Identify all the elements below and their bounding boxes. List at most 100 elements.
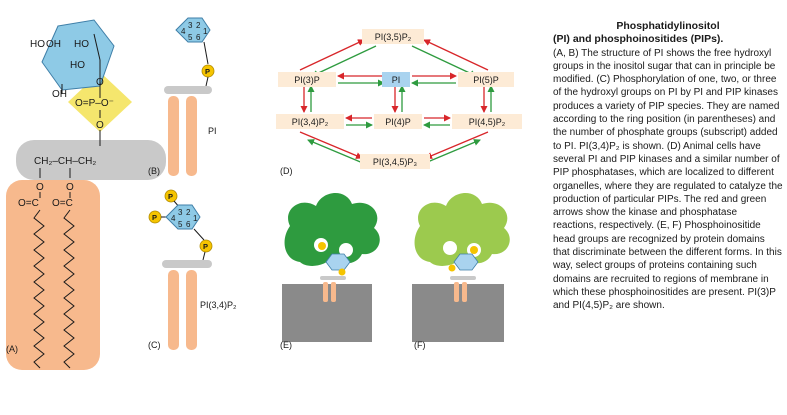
svg-text:3: 3 [178, 208, 183, 217]
phosphate-label-c4: P [152, 213, 157, 222]
tail-f-left [454, 282, 459, 302]
ring-num-6: 6 [196, 33, 201, 42]
svg-text:PI(3,4,5)P₃: PI(3,4,5)P₃ [373, 157, 418, 167]
arrow-pi35p2-to-pi5p [411, 45, 477, 77]
tail-c-right [186, 270, 197, 350]
ring-num-3: 3 [188, 21, 193, 30]
phosphate-e2 [338, 268, 346, 276]
panel-c-label: (C) [148, 340, 161, 350]
panel-e-label: (E) [280, 340, 292, 350]
caption-title-line2: (PI) and phosphoinositides (PIPs). [553, 33, 724, 46]
glycerol-region [16, 140, 166, 180]
svg-text:PI(3,4)P₂: PI(3,4)P₂ [292, 117, 329, 127]
node-pi4p [374, 114, 422, 129]
arrow-pi5p-to-pi35p2 [423, 39, 489, 71]
inositol-headgroup-e [325, 253, 351, 271]
arrow-pi45p2-to-pi345p3 [425, 131, 489, 159]
svg-text:PI(5)P: PI(5)P [473, 75, 499, 85]
binding-pocket-f1 [443, 241, 457, 255]
hydroxyl-oh-left: OH [52, 89, 67, 100]
pi-ring-b [175, 17, 211, 43]
phosphate-f2 [470, 246, 478, 254]
hydroxyl-ho-mid: HO [70, 60, 85, 71]
glycerol-c [162, 260, 212, 268]
tail-b-right [186, 96, 197, 176]
phosphate-o-bottom: O [96, 120, 104, 131]
svg-text:2: 2 [186, 208, 191, 217]
arrow-pi3p-to-pi35p2 [299, 39, 365, 71]
ring-num-2: 2 [196, 21, 201, 30]
panel-e-domain: (E) [280, 192, 380, 350]
phosphate-label-b: P [205, 67, 210, 76]
arrow-pi35p2-to-pi3p [311, 45, 377, 77]
panel-a-label: (A) [6, 344, 18, 354]
svg-text:5: 5 [178, 220, 183, 229]
svg-text:PI(3)P: PI(3)P [294, 75, 320, 85]
svg-text:PI(3,5)P₂: PI(3,5)P₂ [375, 32, 412, 42]
ester-o-left: O [36, 182, 44, 193]
ring-num-4: 4 [181, 27, 186, 36]
svg-text:4: 4 [171, 214, 176, 223]
panel-f-label: (F) [414, 340, 426, 350]
hydroxyl-ho-top2: HO [74, 39, 89, 50]
panel-f-domain: (F) [412, 192, 510, 350]
phosphate-o-top: O [96, 77, 104, 88]
inositol-headgroup-f [453, 253, 479, 271]
fatty-acid-region [6, 180, 100, 370]
panel-a-structure: HO OH HO HO OH O O=P–O⁻ O CH₂–CH–CH₂ O O… [6, 19, 166, 370]
phosphate-group-text: O=P–O⁻ [75, 98, 114, 109]
ring-num-5: 5 [188, 33, 193, 42]
glycerol-text: CH₂–CH–CH₂ [34, 156, 96, 167]
hydroxyl-ho-top: HO [30, 39, 45, 50]
phosphate-f1 [448, 264, 456, 272]
panel-d-label: (D) [280, 166, 293, 176]
panel-b-schematic: 3 2 4 1 5 6 P PI (B) [148, 17, 217, 176]
carbonyl-right: O=C [52, 198, 73, 209]
tail-f-right [462, 282, 467, 302]
pi34p2-label: PI(3,4)P₂ [200, 300, 237, 310]
phosphate-e [318, 242, 326, 250]
svg-text:6: 6 [186, 220, 191, 229]
node-pi5p [458, 72, 514, 87]
caption-body: (A, B) The structure of PI shows the fre… [553, 47, 783, 312]
pi-label: PI [208, 126, 217, 136]
node-pi34p2 [276, 114, 344, 129]
figure-caption: Phosphatidylinositol (PI) and phosphoino… [553, 20, 783, 313]
pi-ring-c [165, 204, 201, 230]
hydroxyl-oh-top: OH [46, 39, 61, 50]
node-pi3p [278, 72, 336, 87]
caption-title-line1: Phosphatidylinositol [616, 20, 720, 32]
phosphate-ball-c1 [199, 239, 213, 253]
phosphate-ball-c3 [164, 189, 178, 203]
carbonyl-left: O=C [18, 198, 39, 209]
arrow-pi345p3-to-pi34p2 [307, 139, 371, 167]
fatty-acid-chain-left [33, 209, 45, 369]
svg-text:PI(4,5)P₂: PI(4,5)P₂ [469, 117, 506, 127]
binding-pocket-e2 [339, 243, 353, 257]
pi-figure: HO OH HO HO OH O O=P–O⁻ O CH₂–CH–CH₂ O O… [6, 17, 522, 370]
svg-text:PI: PI [392, 75, 401, 85]
ring-num-1: 1 [203, 27, 208, 36]
panel-c-schematic: P P 3 2 4 1 5 6 P PI(3,4)P₂ (C) [148, 189, 237, 350]
node-pi45p2 [452, 114, 522, 129]
arrow-pi34p2-to-pi345p3 [299, 131, 363, 159]
phosphate-label-c3: P [168, 192, 173, 201]
protein-domain-dark [284, 192, 380, 266]
fatty-acid-chain-right [63, 209, 75, 369]
tail-c-left [168, 270, 179, 350]
node-pi345p3 [360, 154, 430, 169]
node-pi35p2 [362, 29, 424, 44]
panel-d-network: PI(3,5)P₂ PI(3)P PI PI(5)P PI(3,4)P₂ PI(… [276, 29, 522, 176]
glycerol-f [450, 276, 476, 280]
tail-b-left [168, 96, 179, 176]
phosphate-label-c1: P [203, 242, 208, 251]
tail-e-right [331, 282, 336, 302]
ester-o-right: O [66, 182, 74, 193]
svg-text:PI(4)P: PI(4)P [385, 117, 411, 127]
glycerol-e [320, 276, 346, 280]
node-pi [382, 72, 410, 87]
svg-text:1: 1 [193, 214, 198, 223]
protein-domain-light [414, 192, 510, 266]
tail-e-left [323, 282, 328, 302]
panel-b-label: (B) [148, 166, 160, 176]
